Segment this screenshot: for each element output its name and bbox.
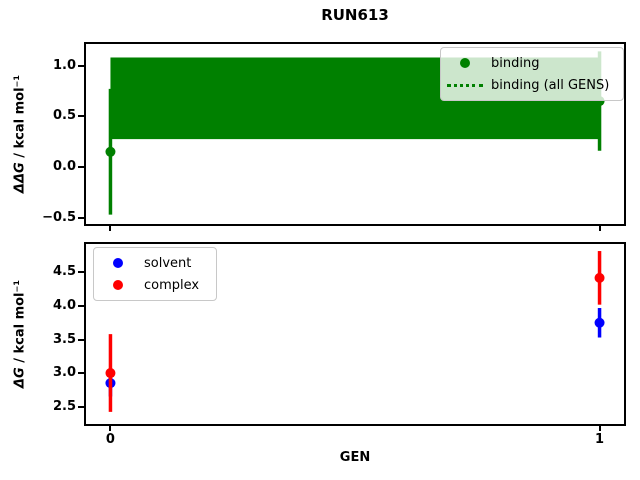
legend-entry-solvent: solvent: [98, 252, 210, 274]
y-tick-label: 2.5: [52, 398, 76, 414]
complex-marker: [594, 272, 605, 283]
binding-marker: [105, 146, 116, 157]
y-tick-mark: [78, 338, 84, 341]
y-tick-label: 3.0: [52, 365, 76, 381]
y-tick-label: 0.0: [52, 159, 76, 174]
y-axis-label-top-units: / kcal mol⁻¹: [12, 74, 28, 163]
bottom-plot-area: [105, 251, 605, 412]
y-tick-label: −0.5: [42, 209, 76, 225]
legend-entry-complex: complex: [98, 274, 210, 296]
y-tick-label: 1.0: [52, 57, 76, 73]
y-tick-mark: [78, 64, 84, 67]
solvent-marker: [594, 317, 605, 328]
y-tick-mark: [78, 216, 84, 219]
complex-marker-icon: [113, 280, 123, 290]
binding-marker-icon: [460, 58, 470, 68]
x-tick-label: 1: [595, 432, 605, 447]
x-tick-mark: [598, 426, 601, 431]
x-tick-mark: [109, 226, 112, 231]
x-axis-label: GEN: [339, 450, 371, 465]
y-tick-mark: [78, 372, 84, 375]
x-tick-label: 0: [105, 432, 115, 447]
dotted-line-icon: [447, 83, 483, 87]
legend-label-complex: complex: [144, 277, 200, 293]
y-tick-label: 4.0: [52, 298, 76, 313]
legend-bottom: solvent complex: [93, 247, 217, 301]
y-axis-label-bottom: ΔG / kcal mol⁻¹: [13, 280, 28, 388]
legend-label-binding: binding: [491, 55, 540, 71]
legend-entry-binding-all-gens: binding (all GENS): [445, 74, 617, 96]
x-tick-mark: [598, 226, 601, 231]
y-tick-mark: [78, 405, 84, 408]
legend-label-binding-all-gens: binding (all GENS): [491, 77, 610, 93]
axes-bottom: [84, 242, 626, 426]
y-tick-label: 3.5: [52, 331, 76, 347]
y-tick-label: 0.5: [52, 108, 76, 124]
complex-marker: [105, 368, 116, 379]
y-axis-label-bottom-units: / kcal mol⁻¹: [12, 279, 28, 368]
chart-title: RUN613: [321, 6, 389, 24]
y-tick-mark: [78, 166, 84, 168]
legend-entry-binding: binding: [445, 52, 617, 74]
y-axis-label-top-math: ΔΔG: [12, 162, 28, 194]
y-tick-label: 4.5: [52, 264, 76, 280]
y-tick-mark: [78, 271, 84, 274]
y-tick-mark: [78, 115, 84, 118]
legend-top: binding binding (all GENS): [440, 47, 624, 101]
x-tick-mark: [109, 426, 112, 431]
solvent-marker-icon: [113, 258, 123, 268]
y-axis-label-top: ΔΔG / kcal mol⁻¹: [13, 75, 28, 193]
y-tick-mark: [78, 305, 84, 307]
y-axis-label-bottom-math: ΔG: [12, 367, 28, 389]
legend-label-solvent: solvent: [144, 255, 192, 271]
